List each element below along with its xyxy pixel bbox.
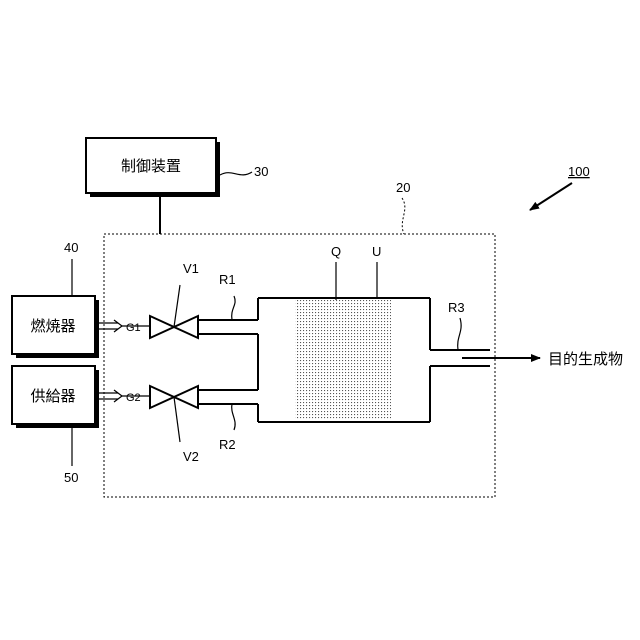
valve-v1-label: V1 [183,261,199,276]
pipe-r3-label: R3 [448,300,465,315]
controller-box: 制御装置 [86,138,220,197]
system-ref: 100 [568,164,590,179]
flow-g1: G1 [99,320,150,334]
controller-label: 制御装置 [121,157,181,175]
pipe-r2-label: R2 [219,437,236,452]
flow-g2: G2 [99,390,150,404]
reactor-ref: U [372,244,381,259]
catalyst-bed [295,300,391,420]
enclosure-leader-line [402,198,405,234]
valve-v2-label: V2 [183,449,199,464]
valve-v2 [150,386,198,442]
supplier-box: 供給器 [12,366,99,428]
burner-box: 燃焼器 [12,296,99,358]
catalyst-ref: Q [331,244,341,259]
burner-ref: 40 [64,240,78,255]
pipe-r1-label: R1 [219,272,236,287]
pipe-r2 [198,390,258,430]
flow-g2-label: G2 [126,392,141,404]
output-label: 目的生成物 [548,350,623,368]
controller-ref: 30 [254,164,268,179]
supplier-label: 供給器 [30,387,75,405]
supplier-ref: 50 [64,470,78,485]
valve-v1 [150,285,198,338]
pipe-r1 [198,296,258,334]
flow-g1-label: G1 [126,322,141,334]
enclosure-ref: 20 [396,180,410,195]
burner-label: 燃焼器 [30,317,75,335]
controller-leader-line [220,172,252,175]
system-ref-arrow [530,183,572,210]
